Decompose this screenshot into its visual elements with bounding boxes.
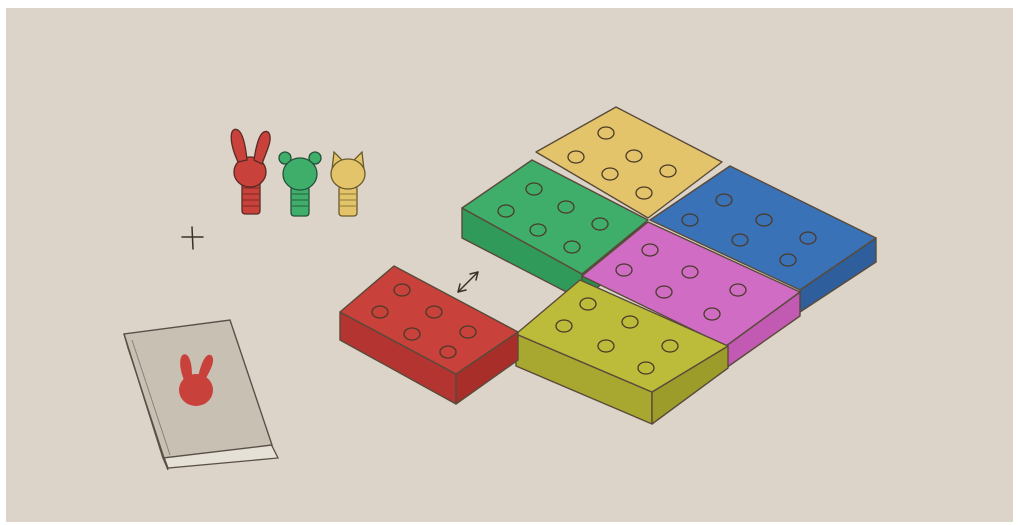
toy-bricks-illustration bbox=[0, 0, 1019, 525]
illustration-frame bbox=[0, 0, 1019, 525]
